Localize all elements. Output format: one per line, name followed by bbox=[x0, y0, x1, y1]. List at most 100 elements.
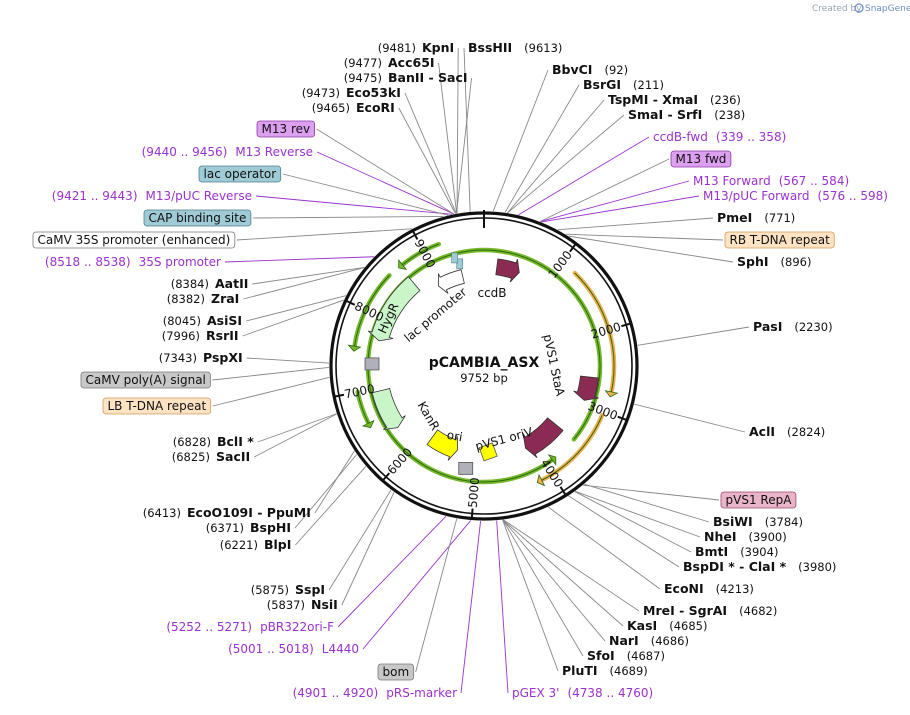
site-label-pmei[interactable]: PmeI(771) bbox=[717, 210, 795, 225]
feature-box-bom[interactable]: bom bbox=[377, 663, 415, 681]
primer-label-m13-reverse[interactable]: (9440 .. 9456)M13 Reverse bbox=[142, 145, 313, 159]
enzyme-name: TspMI - XmaI bbox=[608, 92, 698, 107]
feature-label-pvs1-oriv: pVS1 oriV bbox=[474, 425, 535, 454]
feature-box-camv-polya[interactable]: CaMV poly(A) signal bbox=[80, 371, 211, 389]
site-label-bsrgi[interactable]: BsrGI(211) bbox=[583, 77, 664, 92]
enzyme-name: NsiI bbox=[311, 597, 338, 612]
site-label-ecoo109i[interactable]: (6413)EcoO109I - PpuMI bbox=[143, 505, 311, 520]
feature-arrow-hygr[interactable] bbox=[367, 276, 421, 342]
site-label-tspmi[interactable]: TspMI - XmaI(236) bbox=[608, 92, 741, 107]
enzyme-name: BsiWI bbox=[713, 514, 753, 529]
site-position: (211) bbox=[633, 78, 664, 92]
primer-label-pgex-3[interactable]: pGEX 3'(4738 .. 4760) bbox=[512, 686, 653, 700]
site-position: (6828) bbox=[173, 435, 211, 449]
feature-arrow-ccdb[interactable] bbox=[495, 258, 520, 283]
site-label-pluti[interactable]: PluTI(4689) bbox=[562, 663, 648, 678]
small-feature-block bbox=[451, 252, 458, 264]
created-by-text: Created by bbox=[812, 4, 862, 14]
site-label-acc65i[interactable]: (9477)Acc65I bbox=[344, 55, 435, 70]
site-label-pspxi[interactable]: (7343)PspXI bbox=[159, 350, 243, 365]
site-position: (4687) bbox=[627, 649, 665, 663]
site-label-nsii[interactable]: (5837)NsiI bbox=[267, 597, 338, 612]
site-label-bcli[interactable]: (6828) BclI * bbox=[173, 434, 254, 449]
site-position: (9613) bbox=[524, 41, 562, 55]
primer-label-35s-promoter-primer[interactable]: (8518 .. 8538)35S promoter bbox=[45, 255, 221, 269]
site-label-bsphi[interactable]: (6371)BspHI bbox=[206, 520, 291, 535]
enzyme-name: NheI bbox=[704, 529, 737, 544]
site-label-aatii[interactable]: (8384)AatII bbox=[171, 276, 249, 291]
site-label-kasi[interactable]: KasI(4685) bbox=[627, 618, 707, 633]
site-label-bsiwi[interactable]: BsiWI (3784) bbox=[713, 514, 803, 529]
site-label-nhei[interactable]: NheI (3900) bbox=[704, 529, 787, 544]
primer-name: pRS-marker bbox=[386, 686, 457, 700]
site-label-nari[interactable]: NarI(4686) bbox=[609, 633, 689, 648]
feature-box-rb-t-dna[interactable]: RB T-DNA repeat bbox=[724, 231, 835, 249]
feature-box-label: RB T-DNA repeat bbox=[730, 233, 831, 247]
site-label-kpni[interactable]: (9481)KpnI bbox=[378, 40, 454, 55]
site-position: (9475) bbox=[344, 71, 382, 85]
site-position: (9477) bbox=[344, 56, 382, 70]
primer-label-prs-marker[interactable]: (4901 .. 4920)pRS-marker bbox=[293, 686, 457, 700]
site-label-sacii[interactable]: (6825) SacII bbox=[172, 449, 250, 464]
site-label-zrai[interactable]: (8382)ZraI bbox=[167, 291, 240, 306]
feature-box-pvs1-repa[interactable]: pVS1 RepA bbox=[720, 491, 797, 509]
feature-box-cap-binding-site[interactable]: CAP binding site bbox=[143, 209, 252, 227]
site-label-rsrii[interactable]: (7996)RsrII bbox=[162, 328, 239, 343]
site-label-pasi[interactable]: PasI(2230) bbox=[753, 319, 833, 334]
site-label-sphi[interactable]: SphI(896) bbox=[737, 254, 811, 269]
site-label-acli[interactable]: AclI(2824) bbox=[749, 424, 825, 439]
feature-arrow-pvs1-oriv[interactable] bbox=[522, 417, 564, 458]
site-label-bmti[interactable]: BmtI(3904) bbox=[695, 544, 778, 559]
site-label-bspdi[interactable]: BspDI * - ClaI *(3980) bbox=[683, 559, 836, 574]
primer-range: (5252 .. 5271) bbox=[166, 620, 252, 634]
primer-range: (4738 .. 4760) bbox=[567, 686, 653, 700]
feature-box-lb-t-dna[interactable]: LB T-DNA repeat bbox=[102, 397, 212, 415]
feature-arrow-pvs1-stab[interactable] bbox=[573, 375, 599, 401]
site-label-blpi[interactable]: (6221)BlpI bbox=[220, 537, 292, 552]
feature-box-m13-rev[interactable]: M13 rev bbox=[256, 120, 315, 138]
primer-name: M13/pUC Forward bbox=[703, 189, 810, 203]
feature-box-bg bbox=[80, 371, 211, 389]
site-label-sspi[interactable]: (5875)SspI bbox=[251, 582, 325, 597]
tick-mark bbox=[470, 508, 474, 518]
site-label-econi[interactable]: EcoNI(4213) bbox=[664, 581, 754, 596]
primer-label-l4440[interactable]: (5001 .. 5018)L4440 bbox=[228, 642, 359, 656]
site-label-smai[interactable]: SmaI - SrfI(238) bbox=[628, 107, 745, 122]
site-position: (4213) bbox=[716, 582, 754, 596]
enzyme-name: BmtI bbox=[695, 544, 728, 559]
site-label-bsshii[interactable]: BssHII(9613) bbox=[468, 40, 562, 55]
feature-box-lac-operator[interactable]: lac operator bbox=[198, 165, 282, 183]
feature-box-bg bbox=[143, 209, 252, 227]
feature-box-camv-35s-enh[interactable]: CaMV 35S promoter (enhanced) bbox=[32, 231, 236, 249]
feature-arrow-kanr[interactable] bbox=[371, 388, 406, 430]
primer-label-m13-puc-reverse[interactable]: (9421 .. 9443)M13/pUC Reverse bbox=[52, 189, 252, 203]
feature-box-label: CaMV 35S promoter (enhanced) bbox=[38, 233, 231, 247]
enzyme-name: BclI * bbox=[217, 434, 254, 449]
feature-arrow-ori[interactable] bbox=[426, 429, 458, 461]
site-label-banii[interactable]: (9475)BanII - SacI bbox=[344, 70, 468, 85]
primer-name: 35S promoter bbox=[139, 255, 221, 269]
site-position: (3784) bbox=[765, 515, 803, 529]
plasmid-length: 9752 bp bbox=[460, 371, 508, 385]
site-position: (4685) bbox=[669, 619, 707, 633]
primer-label-m13-puc-forward[interactable]: M13/pUC Forward(576 .. 598) bbox=[703, 189, 888, 203]
site-label-ecori[interactable]: (9465)EcoRI bbox=[312, 100, 395, 115]
primer-label-pbr322ori-f[interactable]: (5252 .. 5271)pBR322ori-F bbox=[166, 620, 334, 634]
primer-label-ccdb-fwd[interactable]: ccdB-fwd(339 .. 358) bbox=[653, 130, 786, 144]
site-label-bbvci[interactable]: BbvCI(92) bbox=[552, 62, 628, 77]
feature-arrow-lac-promoter[interactable] bbox=[437, 269, 465, 294]
feature-box-label: lac operator bbox=[204, 167, 277, 181]
backbone bbox=[329, 210, 639, 521]
feature-box-m13-fwd[interactable]: M13 fwd bbox=[670, 150, 732, 168]
site-label-asisi[interactable]: (8045)AsiSI bbox=[163, 313, 242, 328]
site-label-mrei[interactable]: MreI - SgrAI(4682) bbox=[643, 603, 777, 618]
primer-label-m13-forward[interactable]: M13 Forward(567 .. 584) bbox=[693, 174, 849, 188]
feature-box-label: M13 rev bbox=[262, 122, 311, 136]
site-position: (3900) bbox=[749, 530, 787, 544]
site-position: (6825) bbox=[172, 450, 210, 464]
enzyme-name: SacII bbox=[216, 449, 250, 464]
site-position: (9473) bbox=[302, 86, 340, 100]
site-label-eco53ki[interactable]: (9473)Eco53kI bbox=[302, 85, 401, 100]
site-label-sfoi[interactable]: SfoI(4687) bbox=[587, 648, 665, 663]
enzyme-name: BbvCI bbox=[552, 62, 592, 77]
